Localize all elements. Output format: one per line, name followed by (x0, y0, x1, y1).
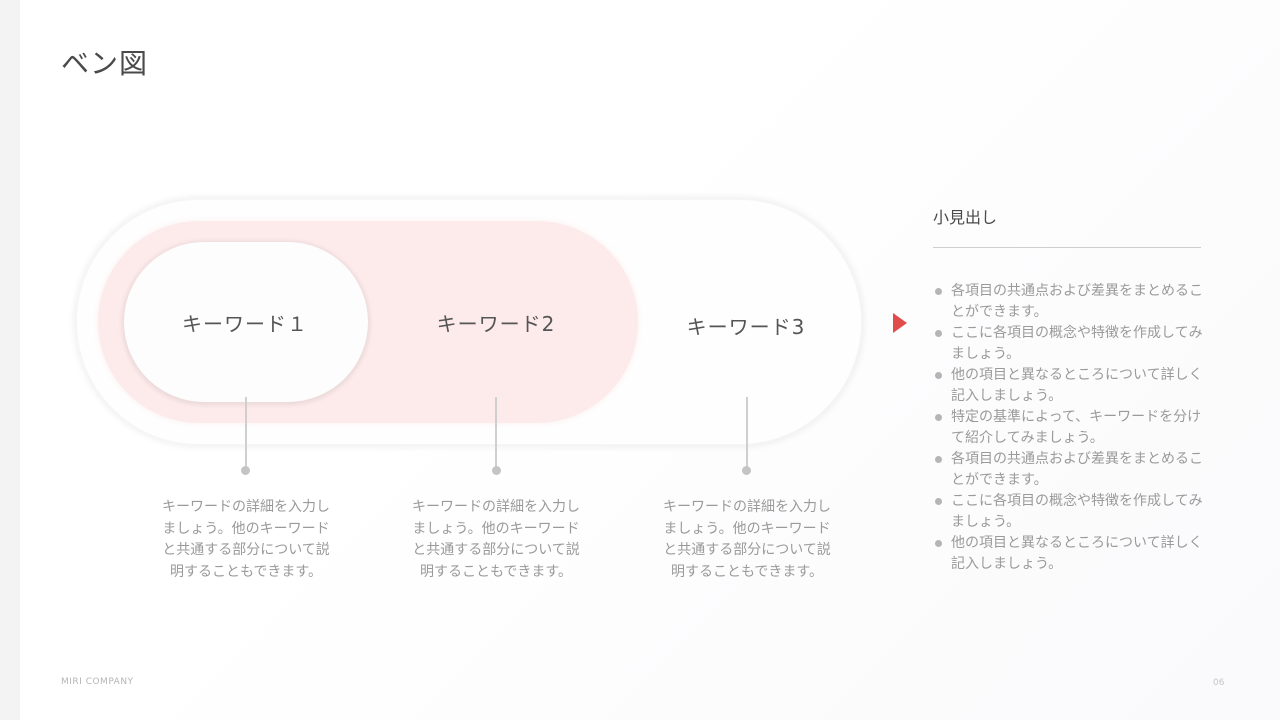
connector-dot-3 (742, 466, 751, 475)
page-title: ベン図 (61, 47, 149, 80)
keyword-1-description: キーワードの詳細を入力しましょう。他のキーワードと共通する部分について説明するこ… (162, 499, 330, 580)
keyword-2-label: キーワード2 (436, 312, 556, 336)
bullet-item: 各項目の共通点および差異をまとめることができます。 (933, 281, 1213, 323)
bullet-item: 他の項目と異なるところについて詳しく記入しましょう。 (933, 533, 1213, 575)
subheading: 小見出し (933, 208, 998, 227)
bullet-item: ここに各項目の概念や特徴を作成してみましょう。 (933, 323, 1213, 365)
connector-dot-2 (492, 466, 501, 475)
venn-inner-shape (124, 242, 368, 402)
connector-dot-1 (241, 466, 250, 475)
company-name: MIRI COMPANY (61, 677, 134, 687)
slide: ベン図 キーワード１ キーワード2 キーワード3 キーワードの詳細を入力しましょ… (20, 0, 1280, 720)
keyword-2-description: キーワードの詳細を入力しましょう。他のキーワードと共通する部分について説明するこ… (412, 499, 580, 580)
keyword-3-label: キーワード3 (686, 315, 806, 339)
keyword-3-description: キーワードの詳細を入力しましょう。他のキーワードと共通する部分について説明するこ… (663, 499, 831, 580)
bullet-item: ここに各項目の概念や特徴を作成してみましょう。 (933, 491, 1213, 533)
connector-line-1 (245, 397, 247, 469)
bullet-item: 各項目の共通点および差異をまとめることができます。 (933, 449, 1213, 491)
bullet-item: 特定の基準によって、キーワードを分けて紹介してみましょう。 (933, 407, 1213, 449)
bullet-item: 他の項目と異なるところについて詳しく記入しましょう。 (933, 365, 1213, 407)
connector-line-3 (746, 397, 748, 469)
page-number: 06 (1213, 678, 1225, 688)
keyword-1-label: キーワード１ (182, 312, 308, 336)
bullet-list: 各項目の共通点および差異をまとめることができます。 ここに各項目の概念や特徴を作… (933, 281, 1213, 575)
divider (933, 247, 1201, 248)
connector-line-2 (495, 397, 497, 469)
triangle-arrow-icon (893, 313, 907, 333)
